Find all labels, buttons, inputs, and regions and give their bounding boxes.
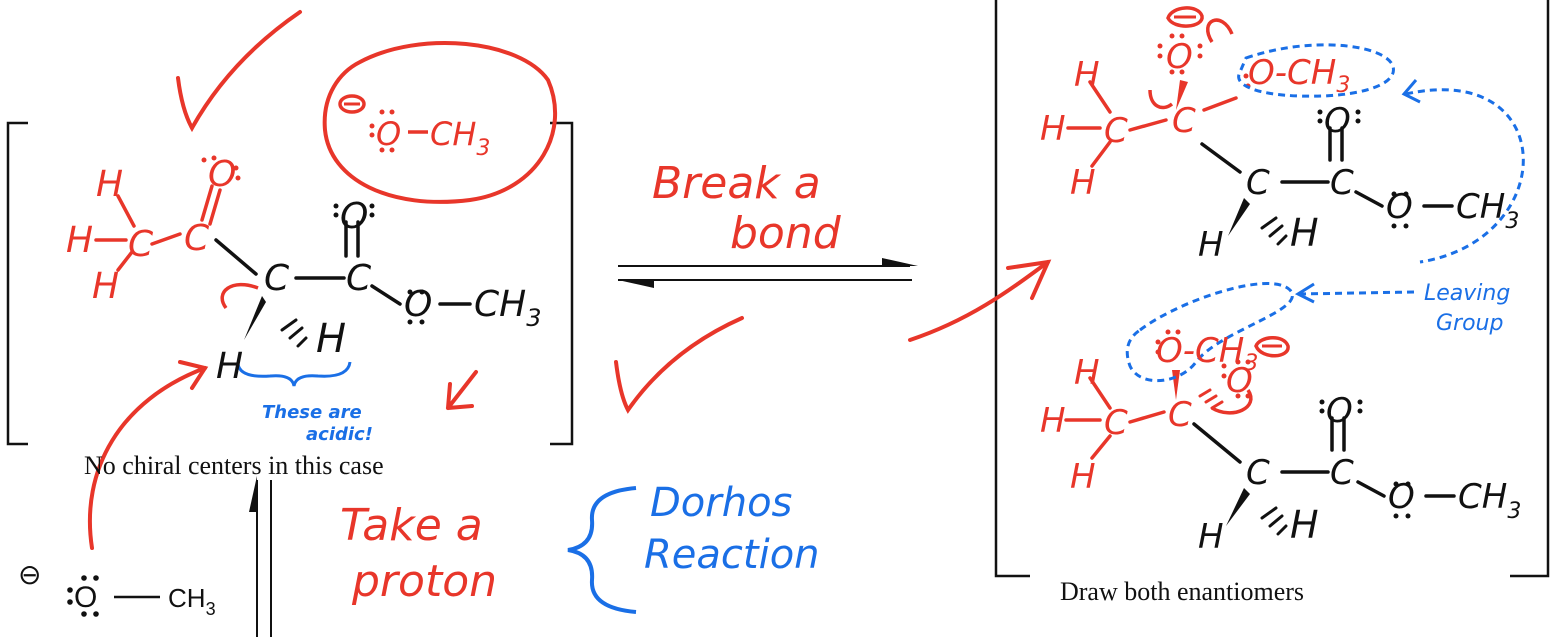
left-lone-pairs xyxy=(333,203,425,325)
bottom-leaving-group-circle xyxy=(1125,282,1294,382)
right-box xyxy=(994,0,1550,578)
methoxide-circle xyxy=(322,40,558,204)
methoxide-lone-pairs xyxy=(67,575,99,617)
left-O-ether: O xyxy=(404,284,432,325)
proton-attack-arrow xyxy=(87,366,207,550)
bottom-C-tet: C xyxy=(1168,395,1192,435)
top-CH3: CH3 xyxy=(1456,187,1519,234)
bottom-O-ester: O xyxy=(1326,391,1353,431)
methoxide-red-O: O xyxy=(376,115,401,153)
bottom-molecule-bonds xyxy=(1064,376,1456,536)
left-O-ester: O xyxy=(340,196,368,237)
left-H-wedge: H xyxy=(216,346,243,387)
top-C-ester: C xyxy=(1330,163,1354,203)
top-O-ether: O xyxy=(1386,187,1413,227)
leaving-group-arrow-bottom xyxy=(1299,290,1415,296)
top-C-tet: C xyxy=(1172,101,1196,141)
left-H-dash: H xyxy=(316,316,346,362)
left-C-alpha: C xyxy=(264,258,290,299)
acidic-brace xyxy=(236,361,352,387)
annotation-acidic: acidic! xyxy=(306,424,373,445)
bottom-H-wedge: H xyxy=(1198,517,1224,557)
top-O-ester: O xyxy=(1324,101,1351,141)
top-wedge-O xyxy=(1176,80,1188,110)
top-H-dash: H xyxy=(1290,211,1319,255)
annotation-dorhos: Dorhos xyxy=(650,480,792,526)
left-CH3: CH3 xyxy=(474,284,542,332)
top-O-CH3: O-CH3 xyxy=(1248,53,1350,98)
bottom-red-lone-pairs xyxy=(1155,329,1251,399)
bottom-H-dash: H xyxy=(1290,503,1319,547)
top-curved-arrow-2 xyxy=(1148,89,1174,110)
annotation-proton: proton xyxy=(351,556,497,607)
left-wedge-bond xyxy=(244,296,266,340)
transfer-arrow xyxy=(908,260,1050,342)
bottom-C-ester: C xyxy=(1330,453,1354,493)
annotation-these-are: These are xyxy=(262,402,362,423)
left-O-ketone: O xyxy=(208,154,236,195)
top-curved-arrow xyxy=(1205,18,1234,43)
top-H-wedge: H xyxy=(1198,225,1224,265)
leaving-group-arrow-top xyxy=(1405,88,1525,264)
bottom-charge-circle xyxy=(1254,336,1290,358)
left-bracket xyxy=(6,121,574,446)
bottom-O-CH3: O-CH3 xyxy=(1156,331,1258,376)
bottom-lone-pairs xyxy=(1319,399,1411,519)
annotation-reaction: Reaction xyxy=(644,532,820,578)
left-molecule-bonds xyxy=(94,184,472,348)
left-C-ester: C xyxy=(346,258,372,299)
annotation-group: Group xyxy=(1436,311,1503,336)
top-leaving-group-circle xyxy=(1237,43,1395,98)
top-wedge-H xyxy=(1228,198,1250,236)
left-H1: H xyxy=(96,164,123,205)
caption-draw-enantiomers: Draw both enantiomers xyxy=(1060,577,1304,606)
bottom-H1: H xyxy=(1074,353,1100,393)
top-O-top: O xyxy=(1166,37,1193,77)
caption-no-chiral-centers: No chiral centers in this case xyxy=(84,451,384,480)
top-H2: H xyxy=(1040,109,1066,149)
bottom-C-methyl: C xyxy=(1104,403,1128,443)
check-mark-top xyxy=(176,10,302,133)
bottom-H3: H xyxy=(1070,457,1096,497)
left-red-lone-pairs xyxy=(201,109,395,181)
reaction-brace xyxy=(567,486,637,614)
annotation-break-a: Break a xyxy=(652,158,821,209)
bottom-H2: H xyxy=(1040,401,1066,441)
check-mark-middle xyxy=(614,316,744,414)
methoxide-charge: ⊖ xyxy=(18,559,41,590)
top-red-lone-pairs xyxy=(1157,33,1251,89)
equilibrium-arrow-vertical xyxy=(249,476,272,637)
bottom-wedge-H xyxy=(1226,488,1250,526)
annotation-bond: bond xyxy=(730,208,842,259)
left-C-methyl: C xyxy=(128,224,154,265)
methoxide-red: O CH3 xyxy=(338,94,490,161)
left-C-carbonyl: C xyxy=(184,218,210,259)
top-C-methyl: C xyxy=(1104,111,1128,151)
annotation-take-a: Take a xyxy=(340,500,483,551)
top-C-alpha: C xyxy=(1246,163,1270,203)
top-molecule-bonds xyxy=(1066,80,1454,246)
left-curved-arrow xyxy=(220,282,259,310)
left-H3: H xyxy=(92,266,119,307)
bottom-C-alpha: C xyxy=(1246,453,1270,493)
top-lone-pairs xyxy=(1317,109,1409,229)
bottom-CH3: CH3 xyxy=(1458,477,1521,524)
top-molecule-atoms: H H H C C O O-CH3 O C C O CH3 H H xyxy=(1040,37,1519,265)
left-molecule-atoms: H H H C C O C C O O CH3 H H xyxy=(66,154,542,387)
bottom-molecule-atoms: H H H C C O-CH3 O O C C O CH3 H H xyxy=(1040,331,1521,557)
bottom-O-minus: O xyxy=(1226,361,1253,401)
bottom-O-ether: O xyxy=(1388,477,1415,517)
methoxide-oxygen: O xyxy=(74,581,97,614)
top-H3: H xyxy=(1070,163,1096,203)
methoxide-methyl: CH3 xyxy=(168,583,216,619)
annotation-leaving: Leaving xyxy=(1424,281,1510,306)
left-H2: H xyxy=(66,220,93,261)
top-H1: H xyxy=(1074,55,1100,95)
equilibrium-arrow-horizontal xyxy=(618,258,918,288)
top-charge-circle xyxy=(1166,6,1204,28)
methoxide-red-CH3: CH3 xyxy=(430,115,490,161)
small-red-arrow xyxy=(446,370,478,410)
